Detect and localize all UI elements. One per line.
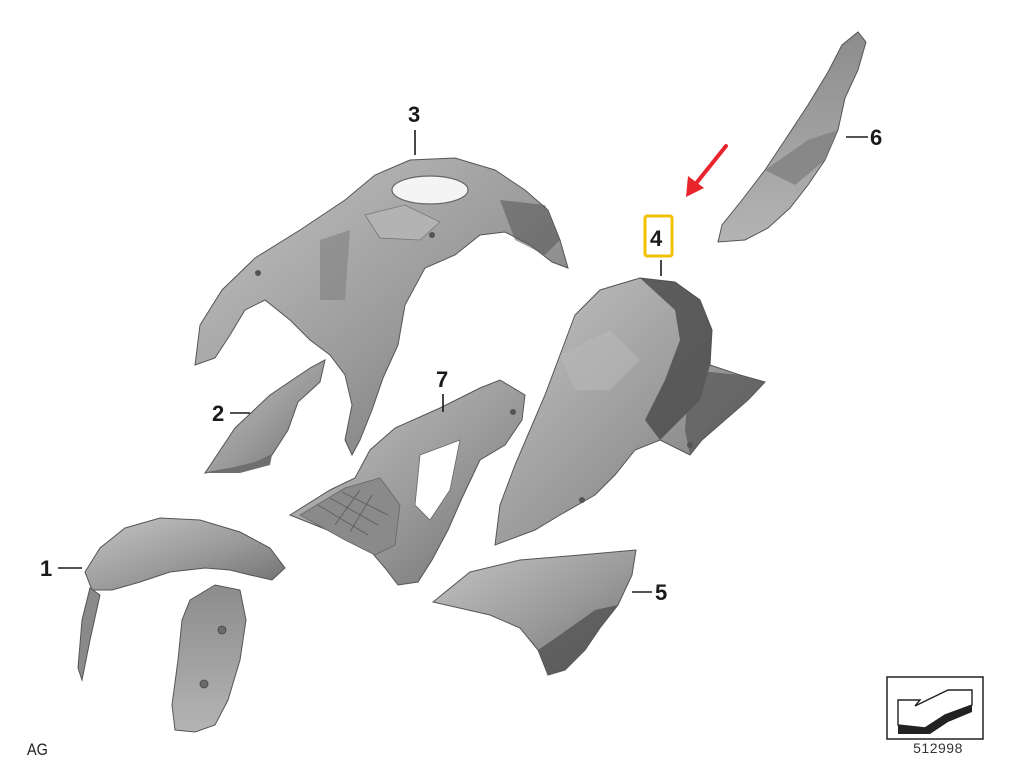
callout-4: 4: [643, 214, 674, 276]
corner-label: AG: [27, 740, 48, 759]
part-4-side-fairing[interactable]: [494, 277, 766, 546]
part-3-tank-cover[interactable]: [194, 157, 569, 457]
callout-label-4: 4: [650, 226, 663, 251]
callout-label-3: 3: [408, 102, 420, 127]
callout-2: 2: [212, 401, 250, 426]
callout-6: 6: [846, 125, 882, 150]
callout-label-1: 1: [40, 556, 52, 581]
reference-number: 512998: [913, 740, 963, 756]
highlight-box: [643, 214, 674, 258]
callout-7: 7: [436, 367, 448, 412]
part-7-inner-cover[interactable]: [288, 379, 526, 586]
part-2-side-panel[interactable]: [203, 359, 326, 474]
callout-label-2: 2: [212, 401, 224, 426]
red-arrow-icon: [686, 144, 728, 197]
callout-5: 5: [632, 580, 667, 605]
part-5-lower-panel[interactable]: [431, 549, 637, 676]
part-6-upper-trim[interactable]: [717, 31, 867, 243]
callout-label-5: 5: [655, 580, 667, 605]
callout-label-6: 6: [870, 125, 882, 150]
callout-1: 1: [40, 556, 82, 581]
orientation-icon: [886, 676, 984, 740]
callout-3: 3: [408, 102, 420, 155]
callout-label-7: 7: [436, 367, 448, 392]
part-1-front-fender[interactable]: [77, 517, 286, 733]
